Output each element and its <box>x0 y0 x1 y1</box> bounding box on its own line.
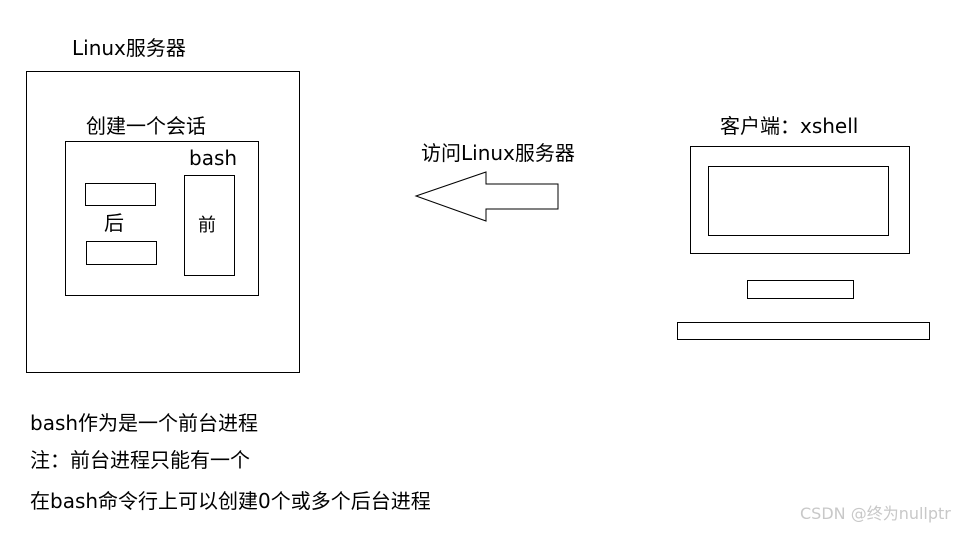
keyboard <box>677 322 930 340</box>
note-line-2: 注：前台进程只能有一个 <box>30 448 250 472</box>
background-process-label: 后 <box>104 211 124 235</box>
session-label: 创建一个会话 <box>86 114 206 138</box>
note-line-3: 在bash命令行上可以创建0个或多个后台进程 <box>30 489 431 513</box>
background-process-box-2 <box>86 241 157 265</box>
foreground-process-box <box>184 175 235 276</box>
monitor-screen <box>708 166 889 236</box>
background-process-box-1 <box>85 183 156 206</box>
watermark: CSDN @终为nullptr <box>800 504 951 523</box>
arrow-label: 访问Linux服务器 <box>421 141 575 165</box>
client-label: 客户端：xshell <box>720 114 859 138</box>
server-title: Linux服务器 <box>72 36 186 60</box>
note-line-1: bash作为是一个前台进程 <box>30 411 259 435</box>
left-arrow-icon <box>414 171 559 222</box>
computer-base <box>747 280 854 299</box>
bash-label: bash <box>189 146 238 170</box>
arrow-shape <box>414 171 559 222</box>
foreground-process-label: 前 <box>198 215 216 236</box>
